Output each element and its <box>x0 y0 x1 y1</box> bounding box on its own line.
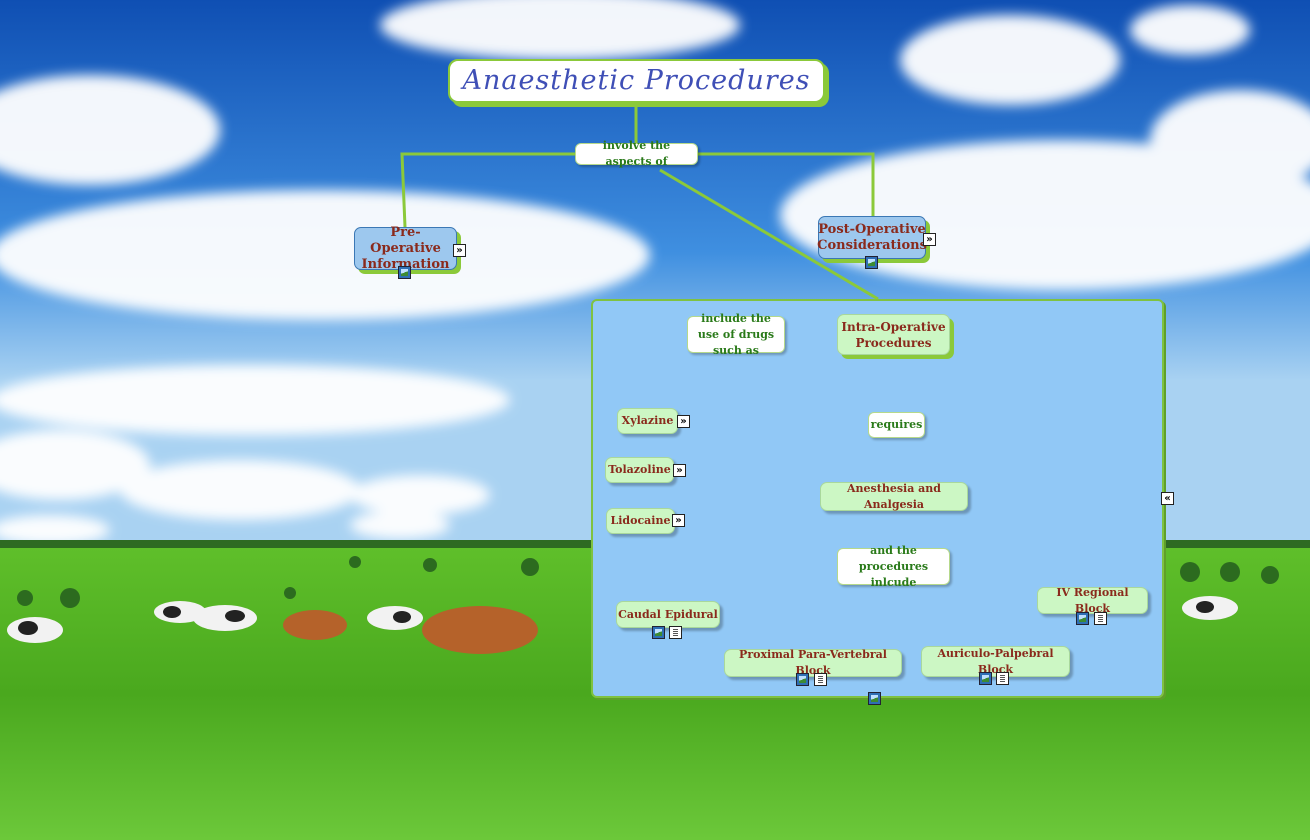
document-resource-icon[interactable] <box>669 626 682 639</box>
link-procedures-include[interactable]: and the procedures inlcude <box>837 544 950 589</box>
image-resource-icon[interactable] <box>865 256 878 269</box>
image-resource-icon[interactable] <box>868 692 881 705</box>
image-resource-icon[interactable] <box>979 672 992 685</box>
node-pre-operative[interactable]: Pre-Operative Information <box>354 225 457 272</box>
collapse-icon[interactable]: « <box>1161 492 1174 505</box>
link-involve-aspects[interactable]: involve the aspects of <box>575 139 698 168</box>
expand-icon[interactable]: » <box>453 244 466 257</box>
document-resource-icon[interactable] <box>996 672 1009 685</box>
drug-lidocaine[interactable]: Lidocaine <box>606 508 675 534</box>
node-anesthesia-analgesia[interactable]: Anesthesia and Analgesia <box>820 482 968 511</box>
link-requires[interactable]: requires <box>868 412 925 438</box>
node-intra-operative[interactable]: Intra-Operative Procedures <box>837 314 950 355</box>
drug-tolazoline[interactable]: Tolazoline <box>605 457 674 483</box>
map-title: Anaesthetic Procedures <box>448 59 825 103</box>
image-resource-icon[interactable] <box>796 673 809 686</box>
link-include-drugs[interactable]: include the use of drugs such as <box>687 312 785 357</box>
image-resource-icon[interactable] <box>1076 612 1089 625</box>
expand-icon[interactable]: » <box>673 464 686 477</box>
document-resource-icon[interactable] <box>1094 612 1107 625</box>
image-resource-icon[interactable] <box>652 626 665 639</box>
procedure-proximal-para-vertebral-block[interactable]: Proximal Para-Vertebral Block <box>724 648 902 677</box>
node-post-operative[interactable]: Post-Operative Considerations <box>817 216 927 259</box>
expand-icon[interactable]: » <box>677 415 690 428</box>
expand-icon[interactable]: » <box>672 514 685 527</box>
procedure-iv-regional-block[interactable]: IV Regional Block <box>1037 586 1148 615</box>
expand-icon[interactable]: » <box>923 233 936 246</box>
document-resource-icon[interactable] <box>814 673 827 686</box>
drug-xylazine[interactable]: Xylazine <box>617 408 678 434</box>
procedure-caudal-epidural[interactable]: Caudal Epidural <box>616 601 720 628</box>
image-resource-icon[interactable] <box>398 266 411 279</box>
